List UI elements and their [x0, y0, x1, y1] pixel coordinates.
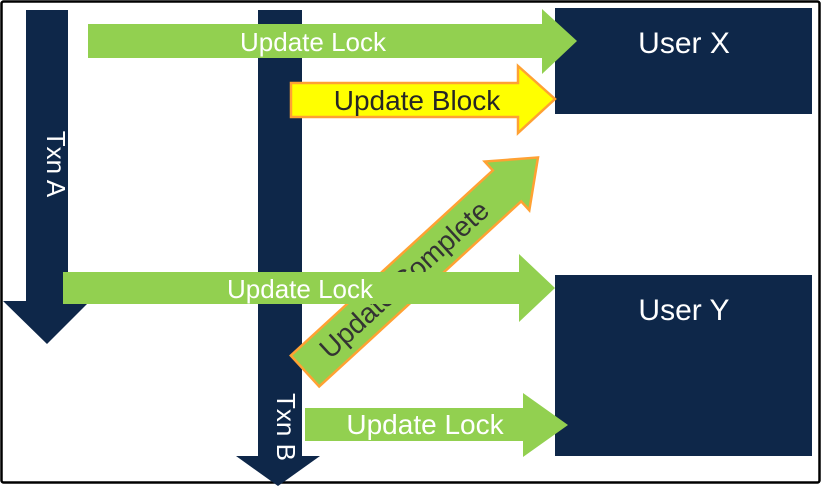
user-x-label: User X [638, 27, 730, 60]
update-lock-top-label: Update Lock [240, 27, 387, 57]
update-lock-middle-arrow [63, 254, 555, 322]
update-complete-arrow: Update Complete [289, 156, 540, 389]
txn-b-label: Txn B [271, 393, 301, 461]
update-complete-arrow-shape [289, 156, 540, 389]
update-block-label: Update Block [334, 85, 502, 116]
update-block-arrow [289, 63, 557, 136]
update-lock-bottom-label: Update Lock [346, 409, 504, 440]
user-y-label: User Y [638, 294, 729, 327]
update-lock-top-arrow [88, 9, 577, 74]
update-lock-bottom-arrow [305, 393, 568, 457]
txn-a-label: Txn A [41, 131, 71, 198]
user-x-box [555, 8, 812, 114]
txn-b-lifeline-arrow [236, 10, 320, 486]
update-lock-middle-label: Update Lock [227, 274, 374, 304]
user-y-box [555, 275, 812, 456]
txn-a-lifeline-arrow [3, 10, 90, 344]
